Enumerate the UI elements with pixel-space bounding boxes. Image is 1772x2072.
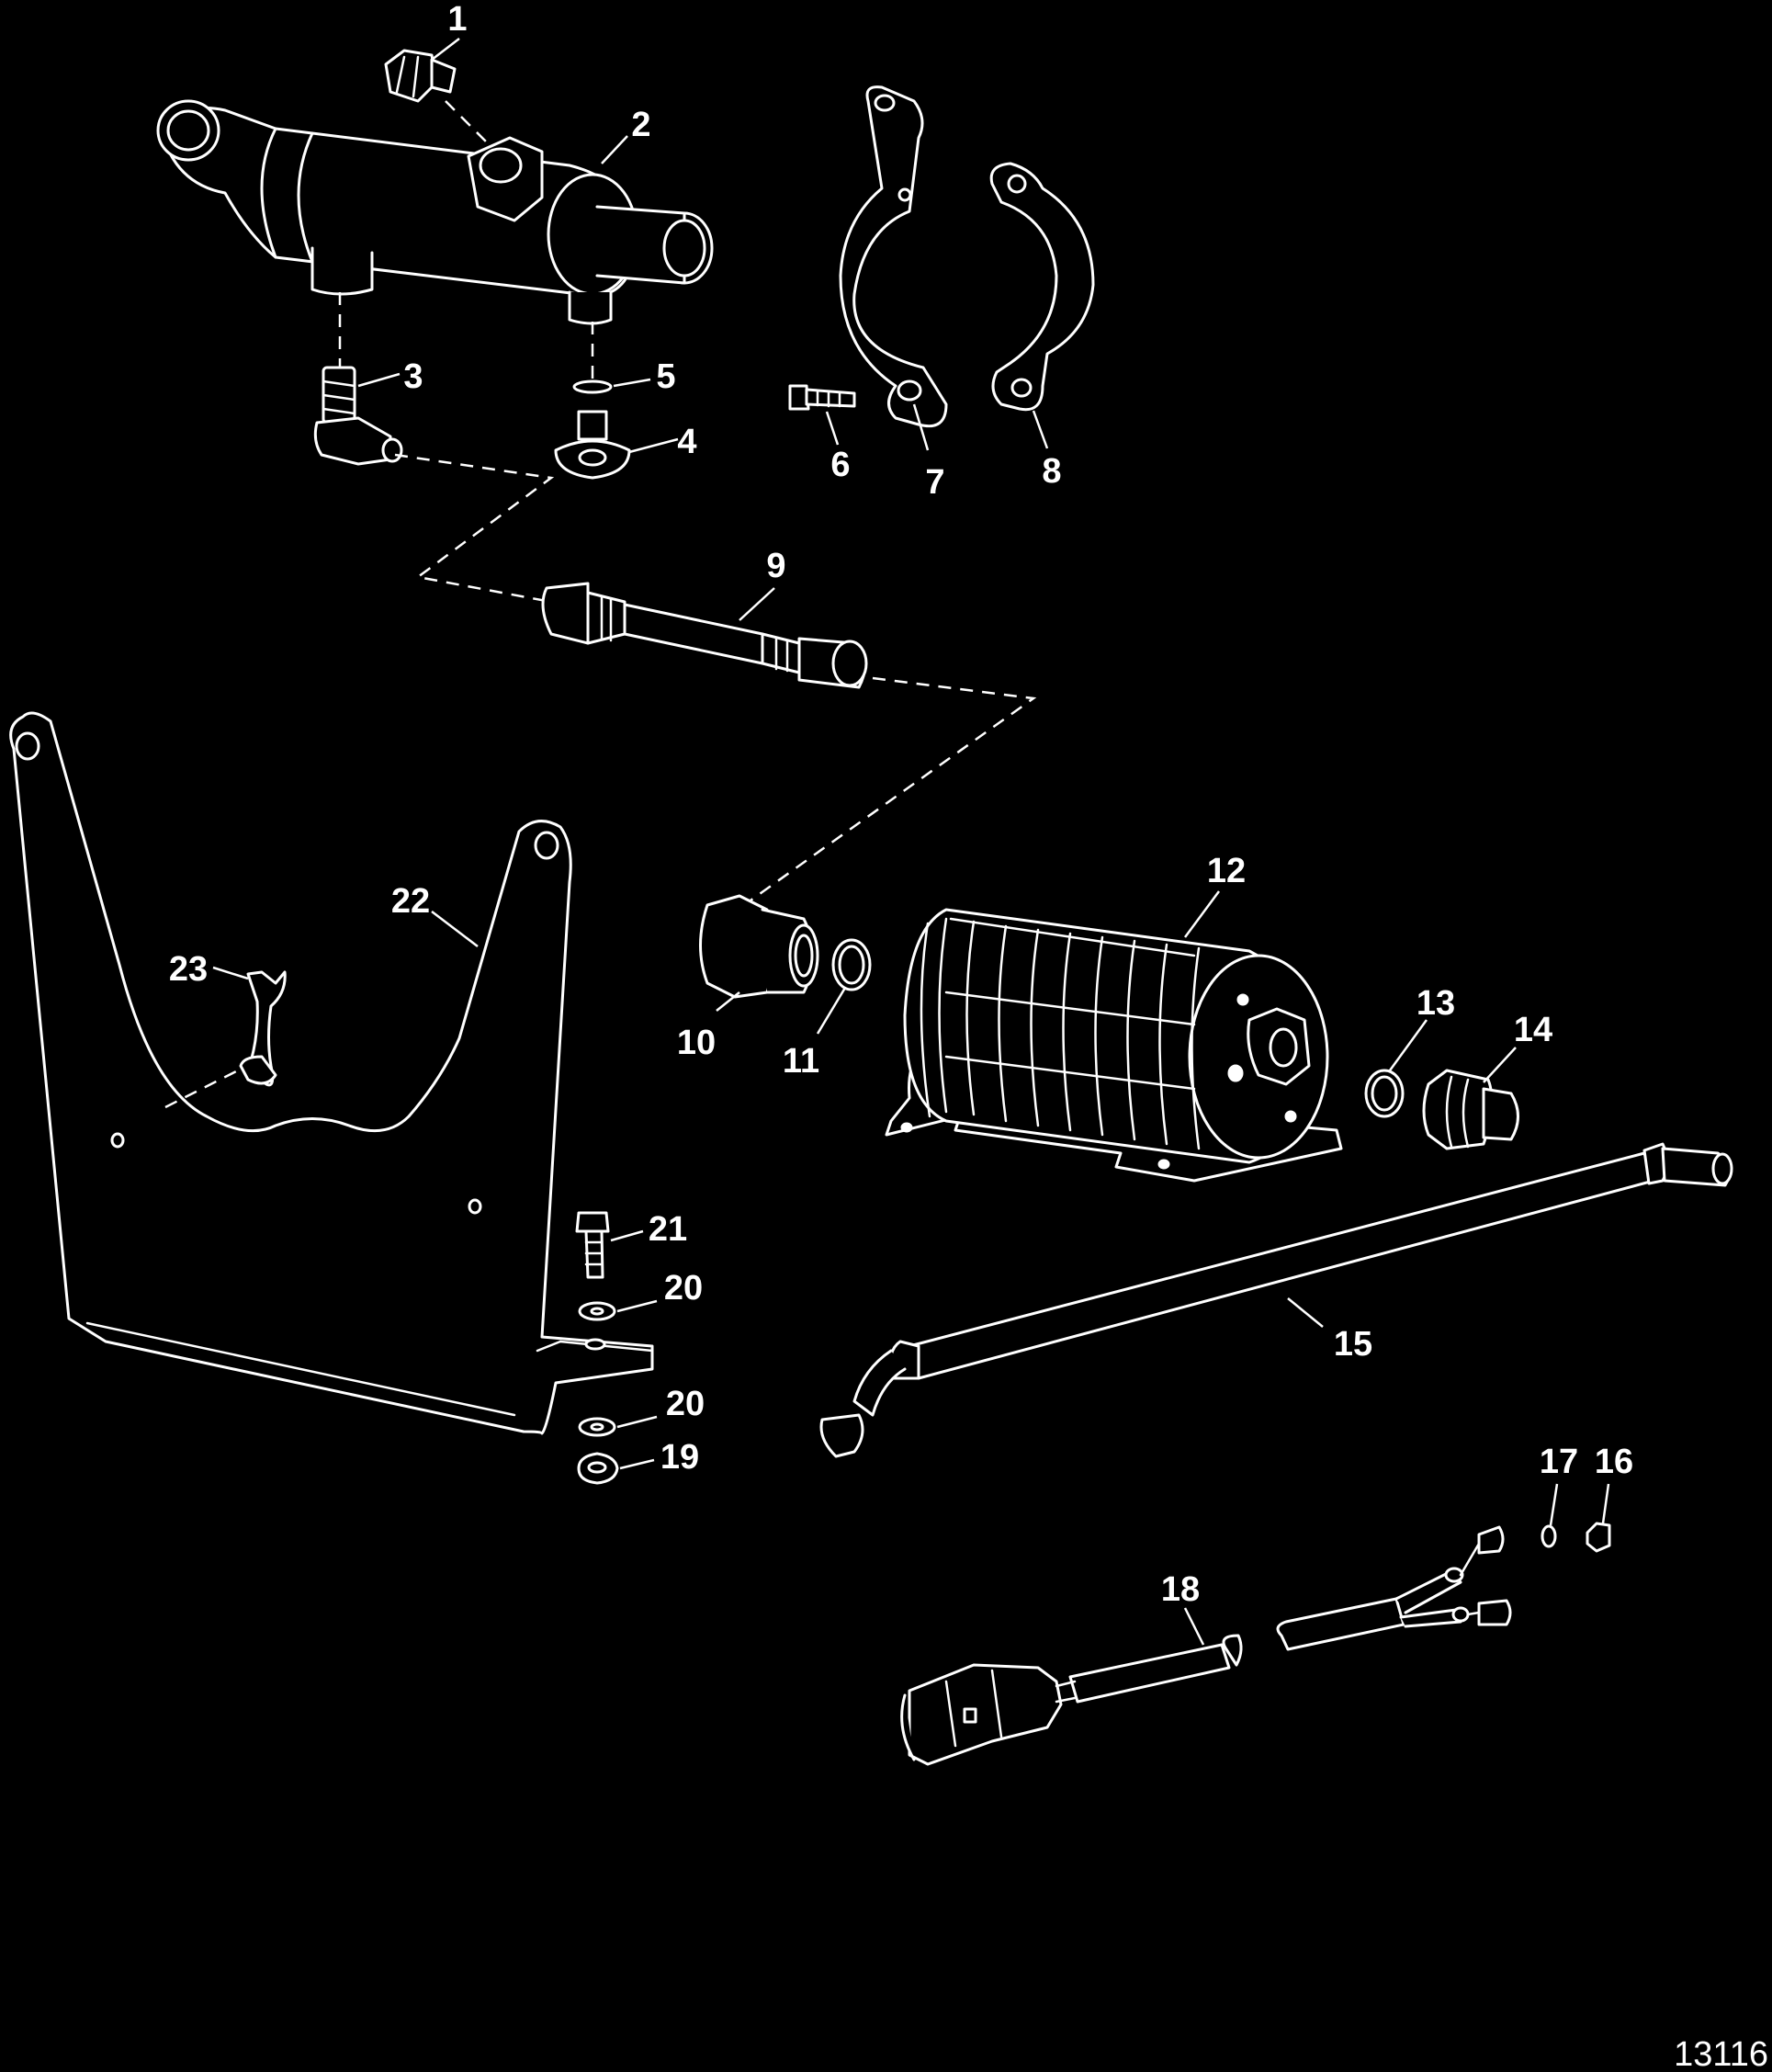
callouts: 1 2 3 5 4 6 7 8 9 12 22 23 13 14 10 11 2…: [169, 0, 1633, 1609]
part-7-clamp: [839, 85, 948, 428]
part-16-nut: [1586, 1522, 1611, 1553]
leader-lines: [212, 38, 1610, 1646]
callout-11: 11: [783, 1042, 819, 1081]
callout-1: 1: [447, 0, 467, 39]
part-9-tube: [541, 582, 868, 689]
part-22-bracket: [9, 711, 654, 1435]
part-5-oring: [572, 322, 613, 394]
callout-3: 3: [403, 357, 423, 396]
part-13-oring: [1364, 1069, 1405, 1118]
part-21-bolt: [575, 1211, 610, 1279]
part-12-pump: [885, 908, 1343, 1183]
callout-17: 17: [1540, 1443, 1578, 1481]
callout-12: 12: [1207, 852, 1246, 890]
part-15-hose: [819, 1142, 1733, 1458]
part-14-fitting: [1422, 1069, 1519, 1150]
callout-20-lower: 20: [666, 1385, 705, 1423]
part-8-clamp: [989, 162, 1095, 412]
callout-2: 2: [631, 106, 650, 144]
callout-14: 14: [1514, 1011, 1552, 1049]
part-6-bolt: [788, 384, 856, 411]
callout-5: 5: [656, 357, 675, 396]
callout-10: 10: [677, 1024, 716, 1062]
callout-21: 21: [649, 1210, 687, 1249]
callout-13: 13: [1416, 984, 1455, 1023]
part-20-washer-lower: [578, 1417, 616, 1437]
part-2-cooler: [156, 99, 714, 325]
part-11-oring: [831, 938, 872, 991]
part-19-nut: [577, 1452, 619, 1485]
callout-9: 9: [766, 547, 785, 585]
figure-id: 13116: [1674, 2035, 1768, 2072]
part-1-fitting: [384, 49, 492, 148]
part-20-washer-upper: [578, 1301, 616, 1321]
callout-16: 16: [1595, 1443, 1633, 1481]
part-23-clip: [164, 970, 287, 1109]
callout-8: 8: [1042, 452, 1061, 491]
part-10-fitting: [699, 894, 819, 999]
callout-20-upper: 20: [664, 1269, 703, 1308]
callout-7: 7: [925, 463, 944, 502]
callout-22: 22: [391, 882, 430, 921]
callout-23: 23: [169, 950, 208, 989]
callout-18: 18: [1161, 1570, 1200, 1609]
callout-15: 15: [1334, 1325, 1372, 1364]
part-4-drain: [554, 410, 631, 480]
part-18-harness: [900, 1525, 1512, 1766]
part-17-lockwasher: [1541, 1524, 1557, 1548]
callout-19: 19: [660, 1438, 699, 1477]
callout-4: 4: [677, 423, 696, 461]
part-3-elbow: [313, 292, 403, 466]
callout-6: 6: [830, 446, 850, 484]
